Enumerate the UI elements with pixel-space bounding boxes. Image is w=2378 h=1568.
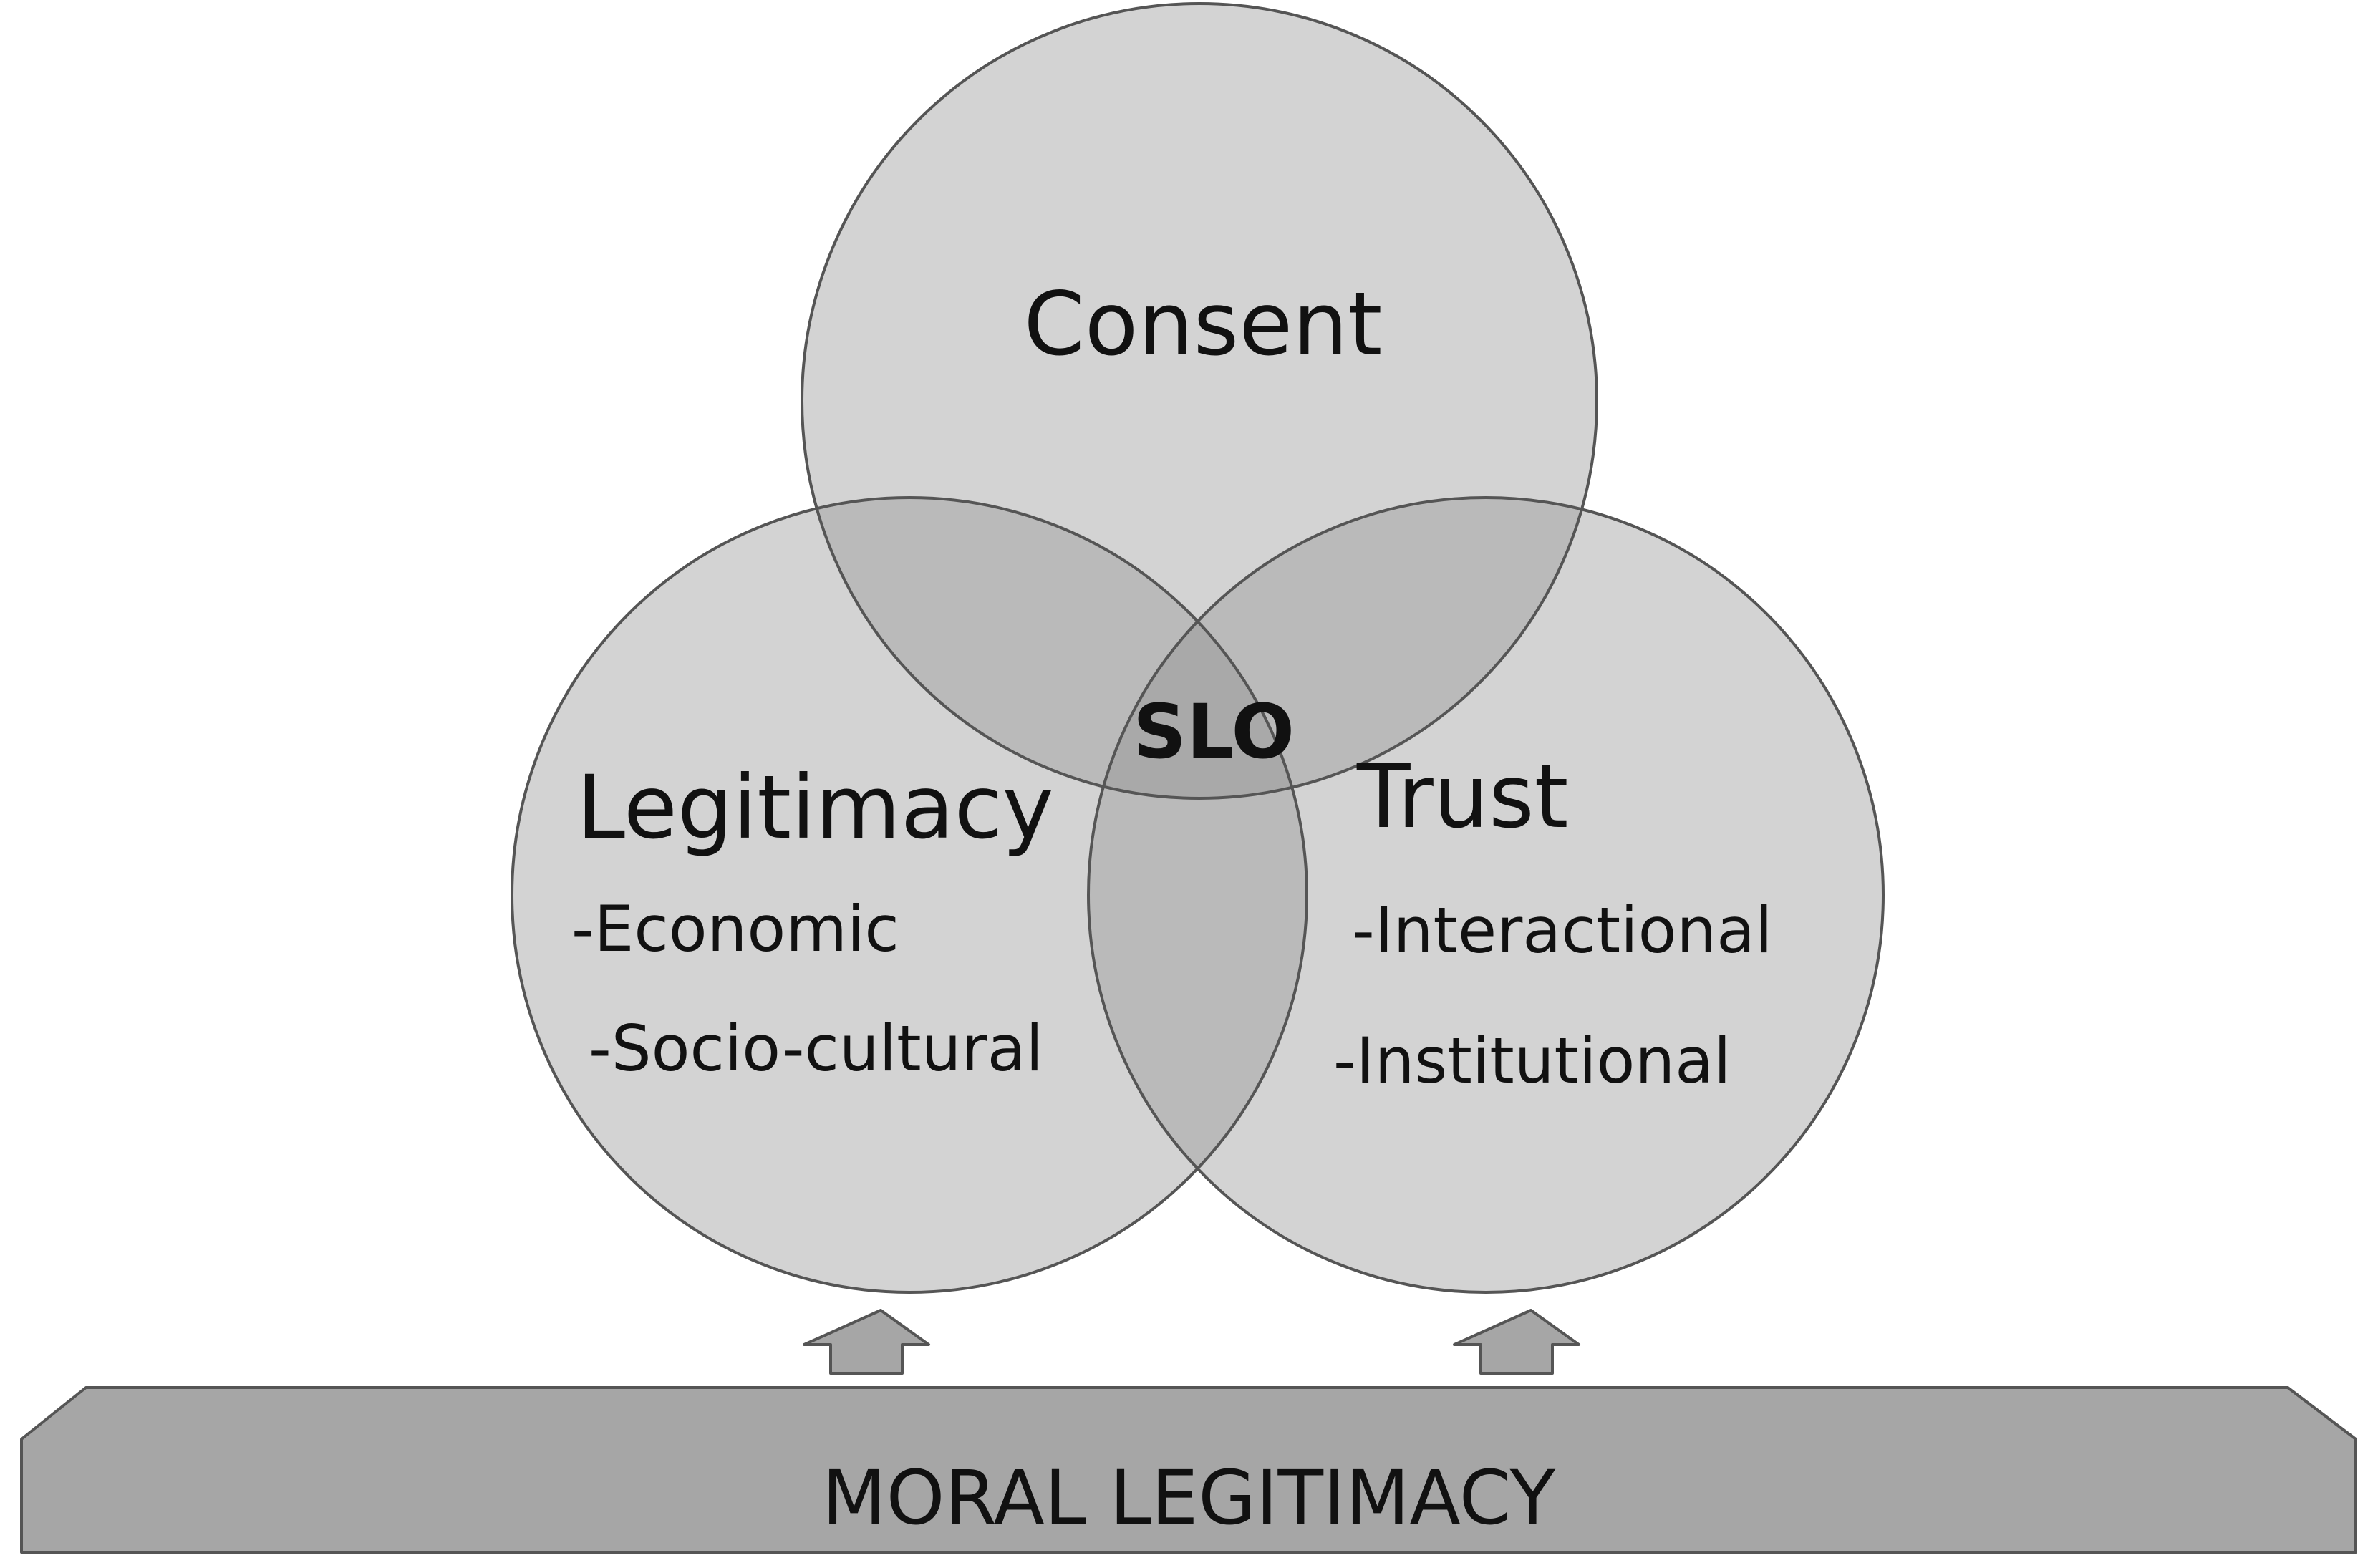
trust-item: -Interactional (1352, 894, 1773, 967)
consent-legitimacy-overlap (802, 498, 1307, 798)
legitimacy-item: -Socio-cultural (589, 1012, 1043, 1085)
consent-trust-overlap (1088, 498, 1597, 798)
consent-title: Consent (1024, 274, 1383, 375)
legitimacy-title: Legitimacy (576, 757, 1054, 858)
trust-circle-outline (1087, 496, 1885, 1294)
legitimacy-item: -Economic (571, 892, 899, 966)
legitimacy-circle-outline (511, 496, 1308, 1294)
center-label: SLO (1133, 688, 1295, 775)
trust-title: Trust (1356, 746, 1568, 848)
up-arrow-icon (1453, 1309, 1580, 1375)
trust-item: -Institutional (1333, 1024, 1731, 1098)
consent-circle-outline (801, 2, 1598, 800)
base-label: MORAL LEGITIMACY (822, 1454, 1556, 1542)
moral-legitimacy-base (20, 1386, 2357, 1554)
up-arrow-icon (803, 1309, 930, 1375)
